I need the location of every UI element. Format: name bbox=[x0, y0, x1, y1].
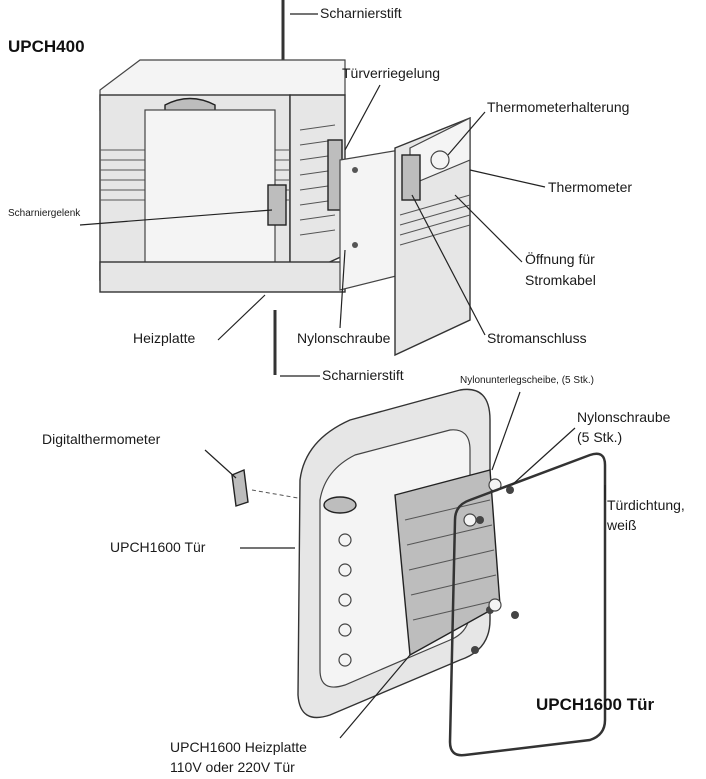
label-tuerverriegelung: Türverriegelung bbox=[342, 65, 440, 81]
title-upch1600-tuer: UPCH1600 Tür bbox=[536, 695, 654, 714]
screws bbox=[471, 486, 519, 654]
heat-plate-screw bbox=[352, 167, 358, 173]
label-digitalthermometer: Digitalthermometer bbox=[42, 431, 161, 447]
label-scharnierstift-top: Scharnierstift bbox=[320, 5, 402, 21]
label-heizplatte-bottom-line2: 110V oder 220V Tür bbox=[170, 759, 295, 775]
cabinet-opening bbox=[144, 109, 276, 271]
label-nylonschraube-bottom-line2: (5 Stk.) bbox=[577, 429, 622, 445]
leader bbox=[204, 449, 237, 479]
label-scharnierstift-bottom: Scharnierstift bbox=[322, 367, 404, 383]
leader bbox=[491, 391, 521, 471]
upch400-assembly bbox=[99, 0, 471, 375]
door-latch-bottom bbox=[323, 496, 357, 514]
digital-thermometer bbox=[231, 468, 249, 507]
hinge-block bbox=[267, 184, 287, 226]
leader bbox=[454, 194, 523, 263]
leader bbox=[217, 294, 266, 341]
label-stromanschluss: Stromanschluss bbox=[487, 330, 587, 346]
label-scharniergelenk: Scharniergelenk bbox=[8, 208, 81, 219]
heat-plate-screw bbox=[352, 242, 358, 248]
door-bands bbox=[399, 194, 471, 246]
leader bbox=[511, 427, 576, 486]
power-connector bbox=[401, 154, 421, 201]
cabinet-base bbox=[99, 261, 346, 293]
leader bbox=[339, 249, 346, 329]
washers bbox=[463, 478, 502, 612]
label-oeffnung-line2: Stromkabel bbox=[525, 272, 596, 288]
label-upch1600-tuer: UPCH1600 Tür bbox=[110, 539, 206, 555]
label-tuerdichtung-line1: Türdichtung, bbox=[607, 497, 685, 513]
label-tuerdichtung-line2: weiß bbox=[606, 517, 637, 533]
label-heizplatte-bottom-line1: UPCH1600 Heizplatte bbox=[170, 739, 307, 755]
leader bbox=[447, 111, 486, 156]
leader bbox=[469, 169, 546, 188]
heat-plate bbox=[339, 149, 401, 291]
door-knobs bbox=[338, 533, 352, 667]
leader bbox=[339, 654, 411, 739]
label-nylonunterlegscheibe: Nylonunterlegscheibe, (5 Stk.) bbox=[460, 375, 594, 386]
leader bbox=[79, 209, 273, 226]
label-nylonschraube-top: Nylonschraube bbox=[297, 330, 391, 346]
label-heizplatte: Heizplatte bbox=[133, 330, 195, 346]
door-gasket bbox=[448, 452, 607, 757]
label-thermometer: Thermometer bbox=[548, 179, 632, 195]
label-oeffnung-line1: Öffnung für bbox=[525, 250, 595, 267]
thermometer-axis bbox=[251, 489, 299, 499]
title-upch400: UPCH400 bbox=[8, 37, 85, 56]
leader bbox=[344, 84, 381, 151]
label-nylonschraube-bottom-line1: Nylonschraube bbox=[577, 409, 671, 425]
leader bbox=[411, 194, 486, 336]
label-thermometerhalterung: Thermometerhalterung bbox=[487, 99, 629, 115]
thermometer-holder bbox=[430, 150, 450, 170]
upch1600-assembly bbox=[231, 388, 607, 757]
